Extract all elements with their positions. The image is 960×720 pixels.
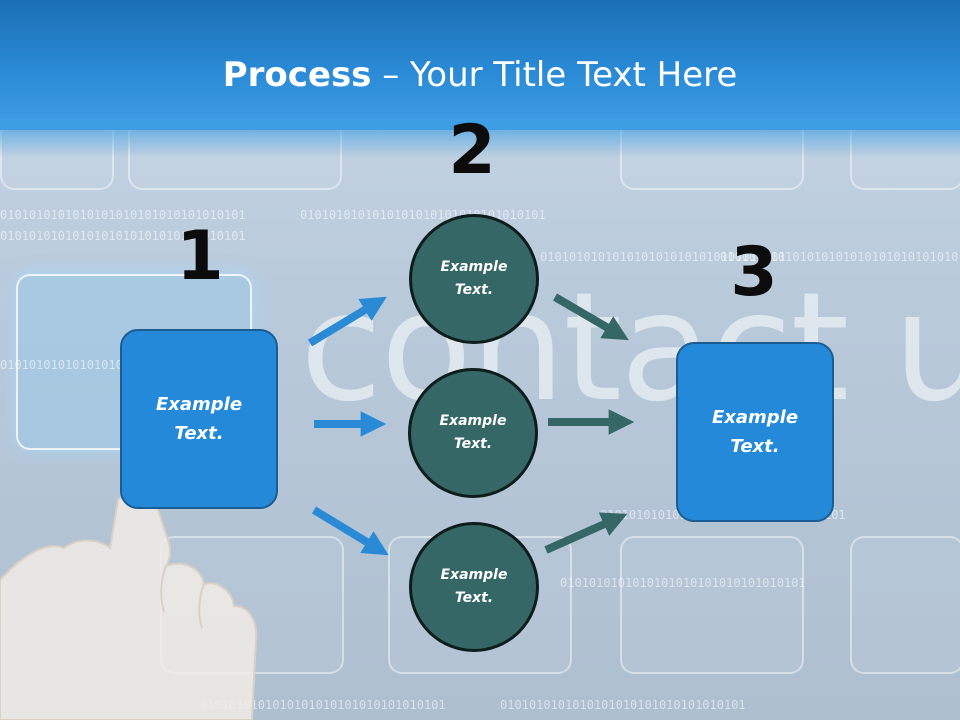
title-bar xyxy=(0,0,960,130)
arrow-2-to-3-top xyxy=(552,293,629,341)
title-rest: – Your Title Text Here xyxy=(371,55,738,95)
step-2-circle-bottom-text: Example Text. xyxy=(440,567,508,606)
step-2-circle-bottom: Example Text. xyxy=(409,522,539,652)
bg-tile xyxy=(620,536,804,674)
step-1-box: Example Text. xyxy=(120,329,278,509)
bg-tile xyxy=(850,536,960,674)
arrow-2-to-3-bottom xyxy=(544,512,628,554)
binary-text: 0101010101010101010101010101010101 xyxy=(0,208,246,222)
title-bar-fade xyxy=(0,118,960,158)
title-bold: Process xyxy=(222,55,372,95)
step-2-circle-middle-text: Example Text. xyxy=(439,413,507,452)
binary-text: 0101010101010101010101010101010101 xyxy=(540,250,786,264)
arrow-1-to-2-bottom xyxy=(311,506,389,556)
binary-text: 0101010101010101010101010101010101 xyxy=(560,576,806,590)
step-3-text: Example Text. xyxy=(711,407,799,457)
step-number-2: 2 xyxy=(448,111,496,190)
binary-text: 0101010101010101010101010101010101 xyxy=(200,698,446,712)
step-2-circle-middle: Example Text. xyxy=(408,368,538,498)
arrow-1-to-2-top xyxy=(307,296,387,347)
step-number-3: 3 xyxy=(730,233,778,312)
binary-text: 0101010101010101010101010101010101 xyxy=(500,698,746,712)
step-number-1: 1 xyxy=(176,217,224,296)
slide-title: Process – Your Title Text Here xyxy=(0,52,960,98)
step-2-circle-top: Example Text. xyxy=(409,214,539,344)
step-1-text: Example Text. xyxy=(155,394,243,444)
step-3-box: Example Text. xyxy=(676,342,834,522)
binary-text: 0101010101010101010101010101010101 xyxy=(0,229,246,243)
step-2-circle-top-text: Example Text. xyxy=(440,259,508,298)
binary-text: 0101010101010101010101010101010101 xyxy=(720,250,960,264)
